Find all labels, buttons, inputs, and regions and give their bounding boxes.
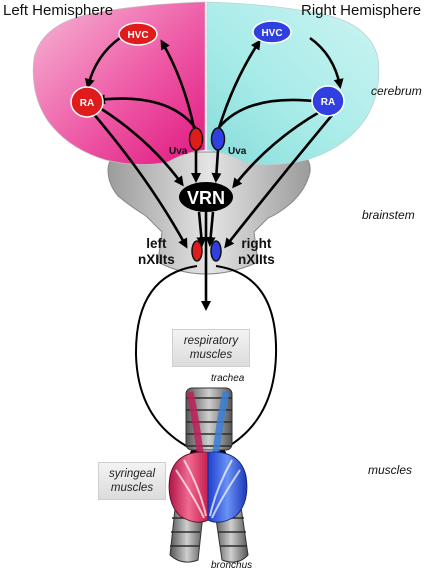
left-nxiits-line1: left [146,236,167,251]
vrn-nucleus [179,182,233,212]
muscles-label: muscles [368,463,413,477]
brainstem-label: brainstem [362,208,415,222]
hvc-right-label: HVC [261,28,282,39]
right-nxiits-line1: right [241,236,272,251]
cerebrum-label: cerebrum [371,84,422,98]
right-nxiits-label: right nXIIts [238,236,275,268]
left-nxiits-line2: nXIIts [138,252,175,267]
hvc-right-nucleus [252,20,292,44]
uva-left-label: Uva [169,146,188,157]
nxiits-right-nucleus [210,240,222,262]
right-hemisphere-title: Right Hemisphere [301,2,422,19]
vrn-label: VRN [187,188,225,208]
respiratory-muscles-box: respiratory muscles [172,329,250,367]
ra-right-nucleus [311,85,345,117]
bronchus-label: bronchus [211,560,253,571]
trachea-label: trachea [211,373,245,384]
respiratory-line2: muscles [189,349,233,361]
left-hemisphere [32,1,206,165]
syrinx-illustration [168,387,249,563]
uva-right-label: Uva [228,146,247,157]
left-nxiits-label: left nXIIts [138,236,175,268]
ra-right-label: RA [321,97,335,108]
right-nxiits-line2: nXIIts [238,252,275,267]
syrinx-projections [134,265,278,454]
syringeal-line1: syringeal [108,468,156,480]
syringeal-line2: muscles [110,482,154,494]
pathway-arrows [84,36,344,311]
hvc-left-nucleus [118,22,158,46]
uva-left-nucleus [188,127,204,151]
ra-left-label: RA [80,98,94,109]
syringeal-muscles-box: syringeal muscles [98,462,166,500]
right-hemisphere [206,1,380,165]
respiratory-line1: respiratory [183,335,239,347]
hvc-left-label: HVC [127,30,148,41]
uva-right-nucleus [210,127,226,151]
ra-left-nucleus [70,86,104,118]
left-hemisphere-title: Left Hemisphere [3,2,114,19]
nxiits-left-nucleus [191,240,203,262]
